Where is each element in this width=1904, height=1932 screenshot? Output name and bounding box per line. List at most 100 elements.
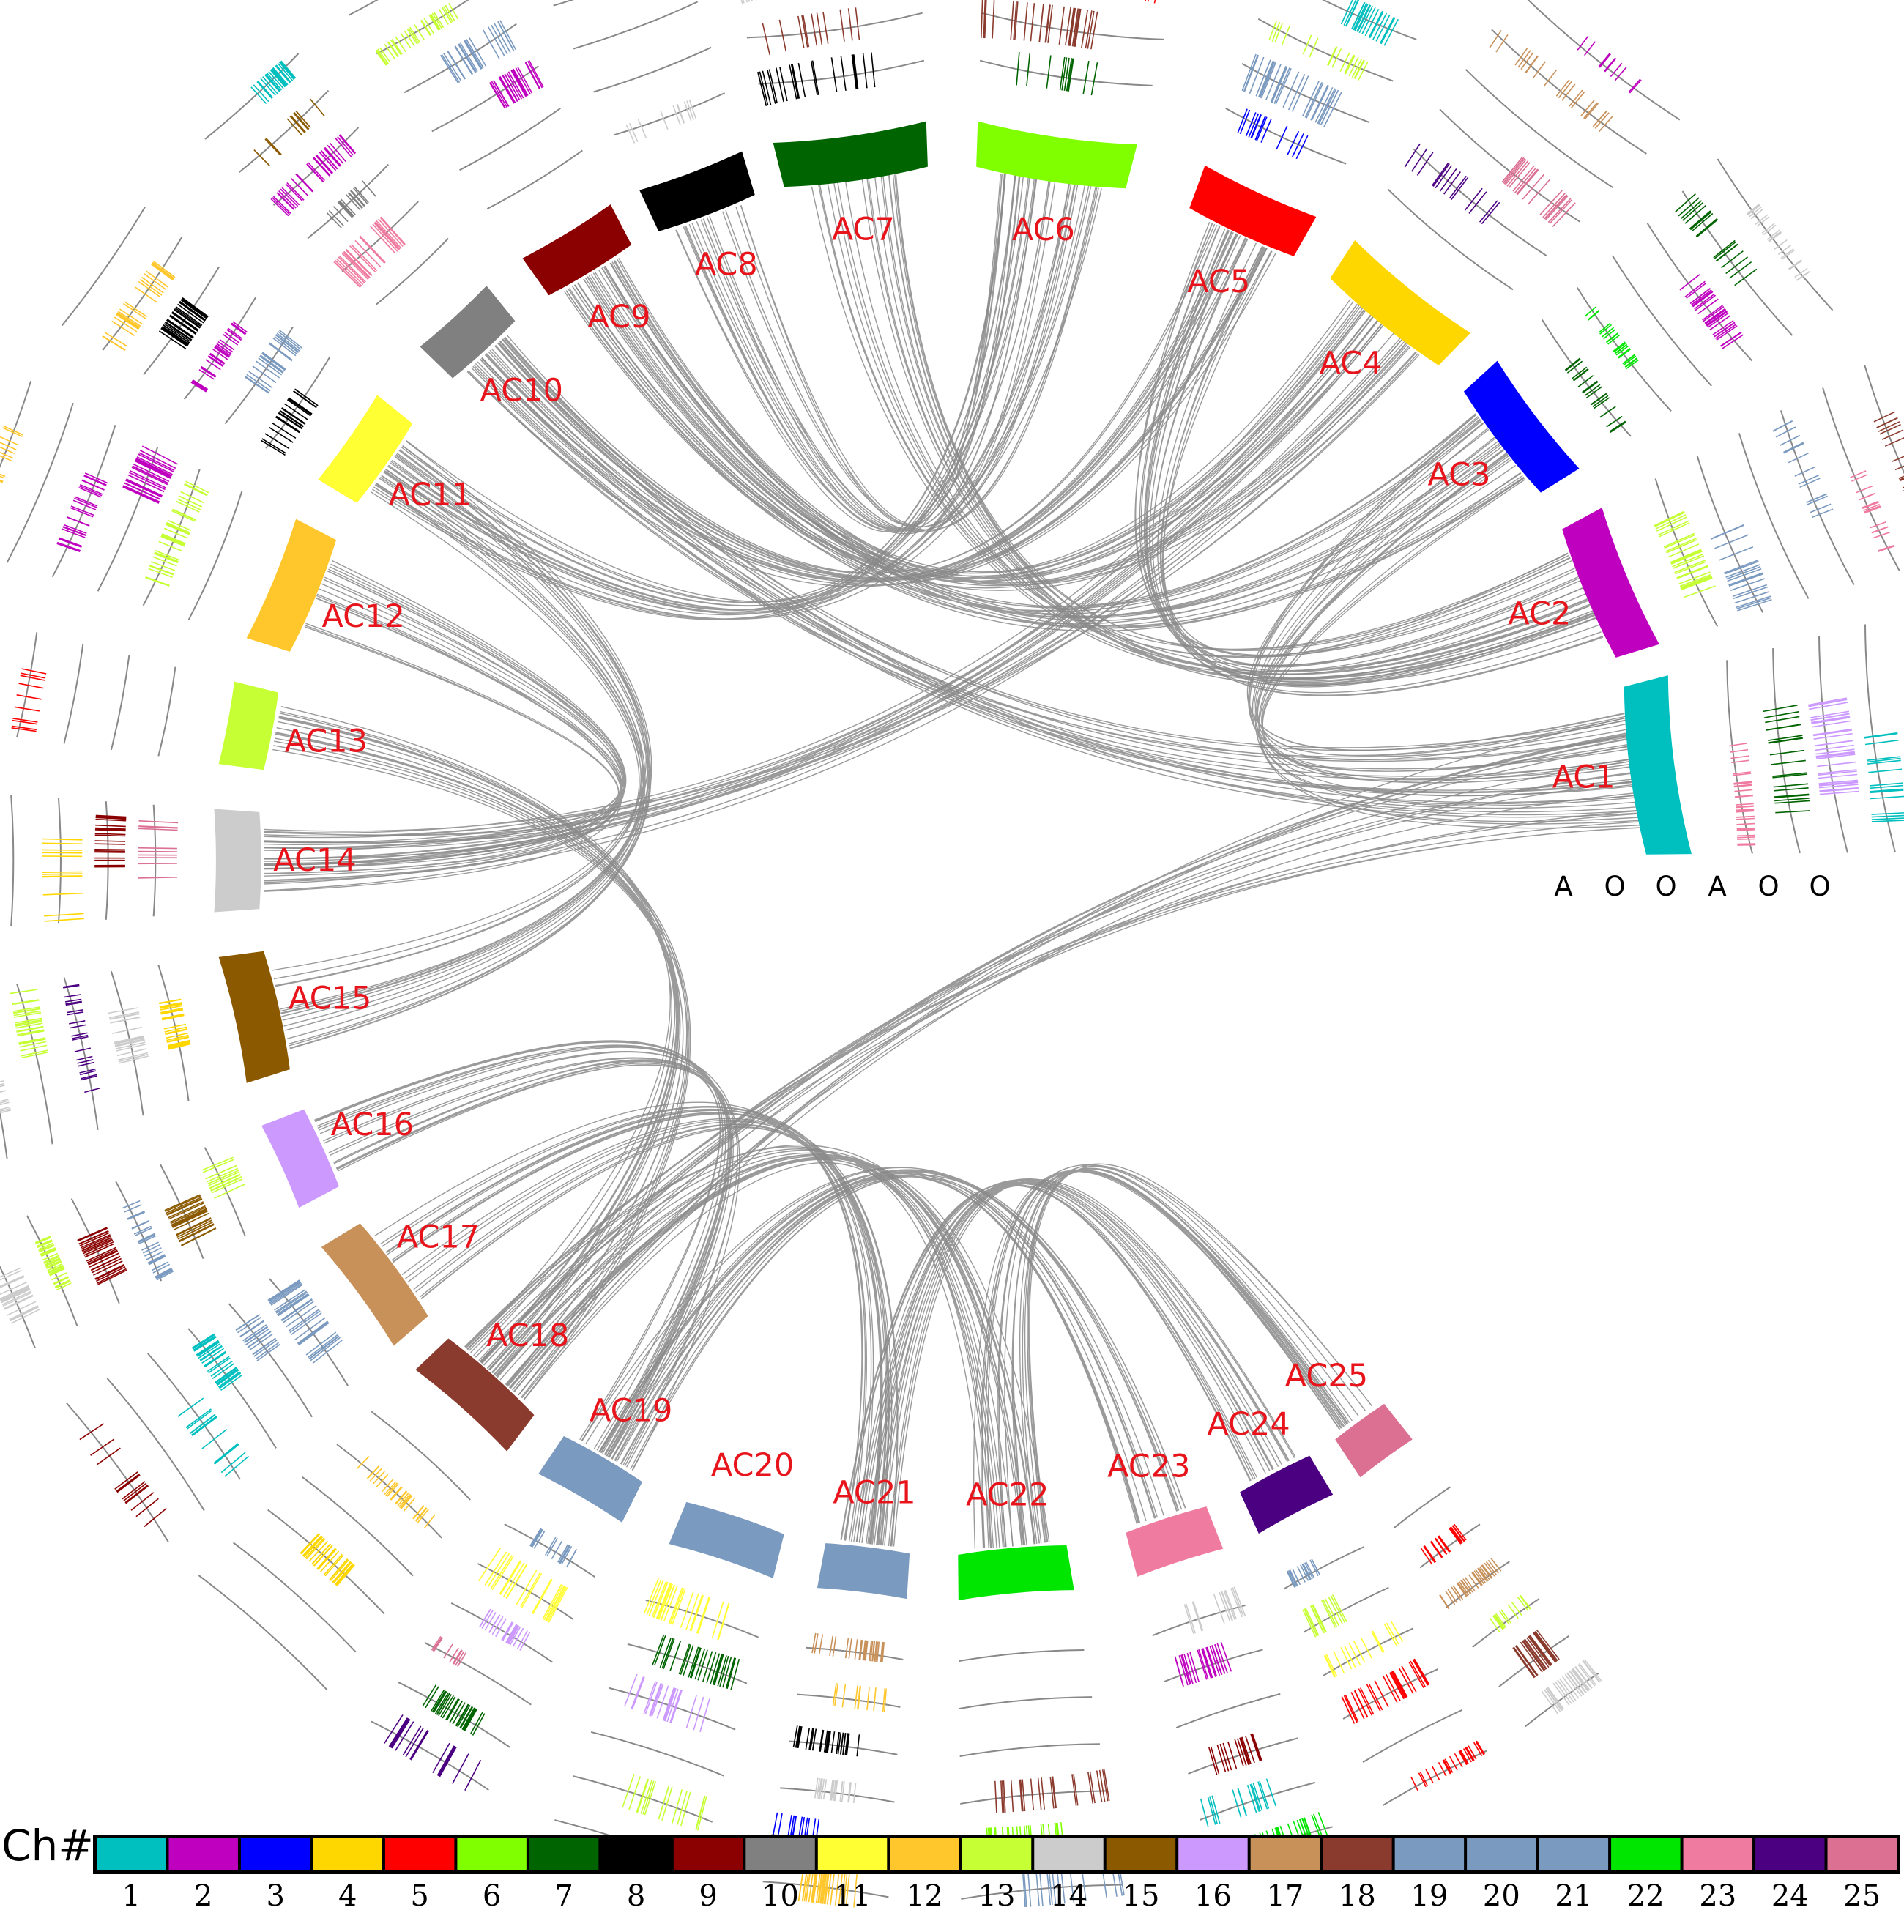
- track-baseline: [1818, 636, 1848, 853]
- track-baseline: [6, 402, 74, 563]
- track-baseline: [450, 1602, 553, 1663]
- track-baseline: [1393, 1486, 1451, 1529]
- segment-label-ac21: AC21: [833, 1475, 915, 1512]
- legend-swatch-25: [1827, 1838, 1897, 1870]
- synteny-link-bundle: [465, 1144, 1050, 1549]
- track-baseline: [1303, 1586, 1389, 1633]
- track-features: [1501, 156, 1576, 227]
- track-features: [79, 1423, 167, 1528]
- track-baseline: [371, 1411, 471, 1501]
- track-baseline: [960, 1790, 1108, 1805]
- segment-label-ac20: AC20: [711, 1447, 794, 1484]
- legend-number-18: 18: [1339, 1879, 1376, 1913]
- track-baseline: [1175, 1693, 1281, 1728]
- segment-ac15: [218, 951, 290, 1083]
- synteny-link-bundle: [272, 706, 691, 1400]
- synteny-link-bundle: [372, 174, 1102, 620]
- legend-swatch-9: [673, 1838, 743, 1870]
- track-features: [757, 52, 876, 106]
- track-features: [1286, 1558, 1321, 1588]
- track-label: A: [1554, 871, 1572, 902]
- track-baseline: [1717, 158, 1834, 311]
- track-baseline: [1465, 69, 1614, 189]
- track-features: [145, 480, 209, 587]
- track-features: [56, 472, 108, 553]
- track-label: O: [1758, 871, 1779, 902]
- segment-ac18: [415, 1338, 535, 1452]
- legend-swatch-16: [1178, 1838, 1248, 1870]
- track-baseline: [477, 1563, 574, 1621]
- legend-number-1: 1: [122, 1879, 141, 1913]
- track-features: [245, 330, 302, 394]
- track-baseline: [609, 1687, 736, 1731]
- track-features: [300, 1533, 355, 1587]
- track-features: [1237, 108, 1309, 160]
- track-features: [201, 1156, 245, 1199]
- segment-ac7: [773, 121, 928, 187]
- synteny-link-bundle: [564, 259, 1525, 632]
- track-features: [1340, 0, 1399, 46]
- synteny-link-bundle: [464, 717, 1640, 1399]
- track-features: [62, 984, 101, 1093]
- track-features: [1410, 1740, 1485, 1791]
- legend-number-6: 6: [483, 1879, 501, 1913]
- track-baseline: [1446, 1561, 1510, 1608]
- track-features: [1341, 1658, 1430, 1724]
- track-features: [250, 60, 297, 105]
- segment-ac14: [214, 809, 261, 913]
- track-baseline: [102, 237, 183, 351]
- legend-number-16: 16: [1194, 1879, 1232, 1913]
- track-features: [1512, 1630, 1560, 1679]
- track-label: A: [1708, 871, 1726, 902]
- track-features: [333, 216, 406, 288]
- legend-number-19: 19: [1410, 1879, 1448, 1913]
- segment-label-ac22: AC22: [966, 1477, 1049, 1514]
- track-baseline: [979, 59, 1153, 86]
- track-features: [529, 1528, 578, 1568]
- track-features: [1302, 1594, 1347, 1638]
- track-features: [384, 1714, 482, 1791]
- track-features: [811, 1632, 885, 1662]
- segment-label-ac18: AC18: [486, 1318, 569, 1354]
- segment-ac16: [261, 1109, 339, 1208]
- track-features: [625, 99, 697, 144]
- segment-label-ac13: AC13: [285, 724, 368, 760]
- ancestral-chromosome-ring: [214, 121, 1692, 1600]
- track-baseline: [961, 1884, 1124, 1900]
- legend-number-17: 17: [1266, 1879, 1304, 1913]
- track-baseline: [806, 1646, 904, 1660]
- track-baseline: [198, 1575, 328, 1691]
- synteny-link-bundle: [314, 1040, 740, 1471]
- segment-label-ac19: AC19: [590, 1393, 672, 1430]
- segment-ac10: [420, 286, 516, 379]
- legend-number-9: 9: [699, 1879, 717, 1913]
- track-baseline: [959, 1743, 1100, 1757]
- track-baseline: [152, 804, 157, 917]
- track-baseline: [590, 1731, 724, 1777]
- track-features: [1674, 193, 1758, 286]
- track-features: [1183, 1586, 1246, 1635]
- track-baseline: [157, 666, 176, 757]
- legend-swatch-18: [1323, 1838, 1392, 1870]
- segment-ac11: [318, 395, 413, 503]
- segment-label-ac25: AC25: [1285, 1358, 1368, 1394]
- track-baseline: [1527, 0, 1681, 121]
- track-features: [1145, 0, 1156, 4]
- track-baseline: [1413, 149, 1547, 256]
- segment-label-ac24: AC24: [1207, 1406, 1290, 1443]
- track-baseline: [746, 12, 923, 39]
- track-features: [1420, 1523, 1467, 1565]
- track-baseline: [573, 1, 699, 50]
- legend-number-23: 23: [1699, 1879, 1736, 1913]
- track-features: [1710, 524, 1772, 612]
- track-features: [1679, 274, 1744, 349]
- legend-swatch-15: [1106, 1838, 1176, 1870]
- track-features: [267, 1279, 343, 1364]
- track-features: [253, 98, 325, 166]
- track-baseline: [1864, 365, 1904, 475]
- track-baseline: [797, 1693, 901, 1708]
- track-baseline: [1646, 223, 1753, 362]
